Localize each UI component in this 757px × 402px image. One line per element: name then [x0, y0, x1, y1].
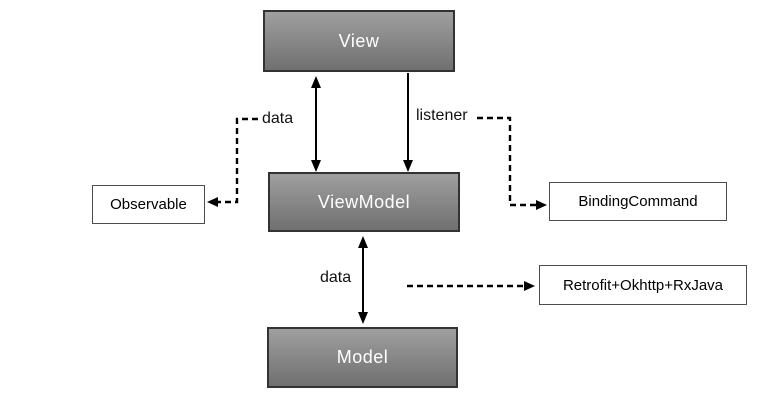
bindingcommand-node-label: BindingCommand	[578, 193, 698, 210]
view-viewmodel-listener-arrow	[403, 73, 413, 172]
edge-label-data-bottom: data	[320, 269, 352, 286]
retrofit-node-label: Retrofit+Okhttp+RxJava	[562, 276, 724, 294]
edge-label-data-top: data	[262, 110, 294, 127]
viewmodel-node: ViewModel	[268, 172, 460, 232]
view-node-label: View	[338, 30, 380, 51]
model-node-label: Model	[336, 347, 389, 367]
viewmodel-to-retrofit-dashed-arrow	[407, 281, 535, 291]
edge-label-listener: listener	[416, 107, 468, 124]
observable-node-label: Observable	[110, 196, 187, 213]
observable-node: Observable	[92, 185, 205, 224]
view-node: View	[263, 10, 455, 72]
viewmodel-model-data-arrow	[358, 236, 368, 324]
bindingcommand-node: BindingCommand	[549, 182, 727, 221]
view-viewmodel-data-arrow	[311, 76, 321, 172]
listener-to-bindingcommand-dashed-arrow	[477, 116, 547, 210]
data-to-observable-dashed-arrow	[207, 117, 258, 207]
viewmodel-node-label: ViewModel	[317, 191, 411, 212]
retrofit-node: Retrofit+Okhttp+RxJava	[539, 265, 747, 305]
model-node: Model	[267, 327, 458, 388]
